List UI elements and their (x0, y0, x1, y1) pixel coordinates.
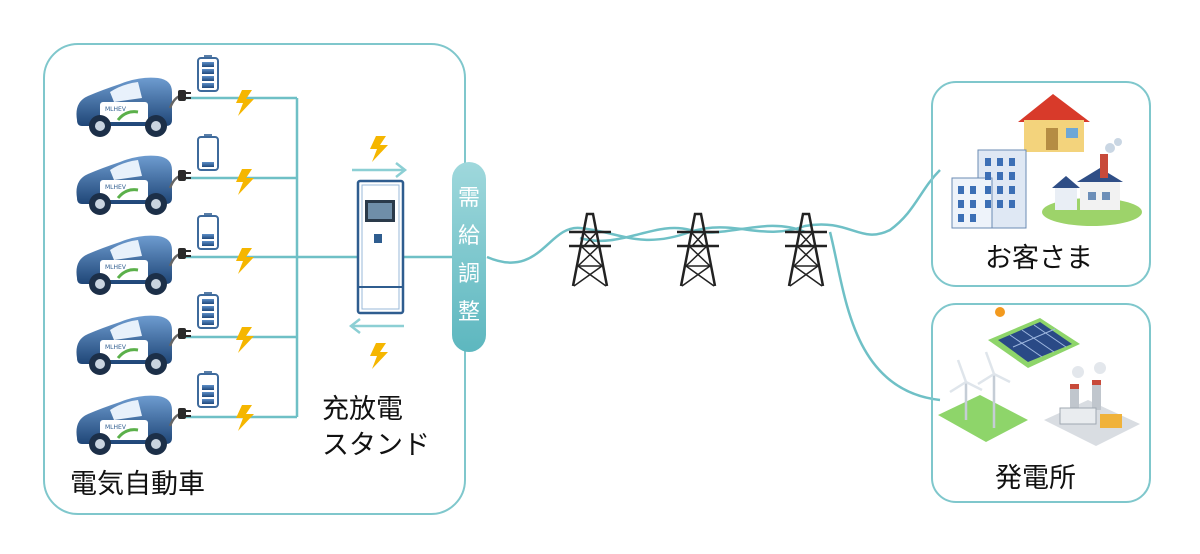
station-label-line2: スタンド (322, 430, 430, 461)
battery-icon (197, 291, 219, 329)
demand-response-char: 調 (457, 262, 480, 287)
wind-turbine-icon (938, 351, 1028, 442)
transmission-tower-icon (675, 212, 721, 288)
demand-response-char: 給 (457, 224, 480, 249)
thermal-plant-icon (1044, 362, 1140, 446)
electric-car-icon (74, 154, 174, 217)
solar-panel-icon (988, 307, 1080, 368)
battery-icon (197, 212, 219, 250)
charging-station-icon (356, 179, 405, 315)
demand-response-bar (452, 162, 486, 352)
demand-response-char: 需 (457, 186, 480, 211)
electric-car-icon (74, 234, 174, 297)
plug-icon (168, 88, 193, 110)
plug-icon (168, 326, 193, 348)
transmission-tower-icon (567, 212, 613, 288)
discharge-arrow (352, 162, 408, 178)
battery-icon (197, 54, 219, 92)
house-icon (1018, 94, 1090, 152)
lightning-bolt-icon (236, 248, 254, 274)
battery-icon (197, 370, 219, 408)
power-plant-label: 発電所 (995, 463, 1076, 494)
electric-car-icon (74, 394, 174, 457)
station-label-line1: 充放電 (322, 394, 403, 425)
customers-label: お客さま (985, 243, 1093, 274)
plug-icon (168, 406, 193, 428)
charge-arrow (348, 318, 404, 334)
electric-car-icon (74, 314, 174, 377)
lightning-bolt-icon (236, 90, 254, 116)
lightning-bolt-icon (370, 343, 388, 369)
office-building-icon (951, 149, 1027, 229)
demand-response-label: 需 給 調 整 (452, 180, 486, 332)
plug-icon (168, 246, 193, 268)
plug-icon (168, 168, 193, 190)
lightning-bolt-icon (236, 169, 254, 195)
lightning-bolt-icon (370, 136, 388, 162)
customers-panel (931, 81, 1151, 287)
ev-label: 電気自動車 (70, 469, 205, 500)
charging-station-label: 充放電 スタンド (322, 392, 430, 464)
electric-car-icon (74, 76, 174, 139)
demand-response-char: 整 (457, 300, 480, 325)
power-plant-panel (931, 303, 1151, 503)
battery-icon (197, 133, 219, 171)
lightning-bolt-icon (236, 327, 254, 353)
ev-bus-lines (182, 96, 941, 419)
factory-icon (1042, 138, 1142, 226)
